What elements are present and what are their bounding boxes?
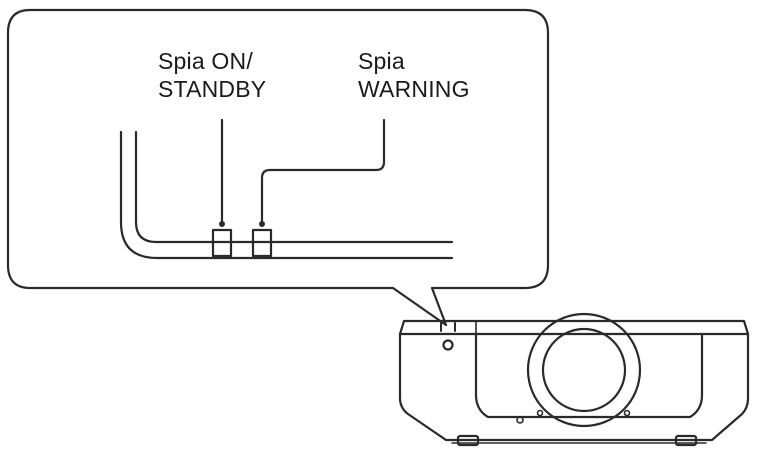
lens-inner [541, 327, 627, 413]
label-warning-line1: Spia [358, 48, 405, 74]
zoomed-body-edge [119, 130, 454, 260]
callout-bubble [6, 8, 550, 327]
label-on-standby-line2: STANDBY [158, 76, 267, 102]
label-on-standby-line1: Spia ON/ [158, 48, 253, 74]
projector-icon [398, 312, 750, 447]
leader-line-warning [260, 118, 386, 223]
indicator-on-standby-icon [211, 221, 233, 258]
lens-outer [526, 312, 642, 428]
zoomed-body-edge-inner [134, 130, 454, 244]
label-warning-line2: WARNING [358, 76, 470, 102]
indicator-warning-icon [251, 221, 273, 258]
